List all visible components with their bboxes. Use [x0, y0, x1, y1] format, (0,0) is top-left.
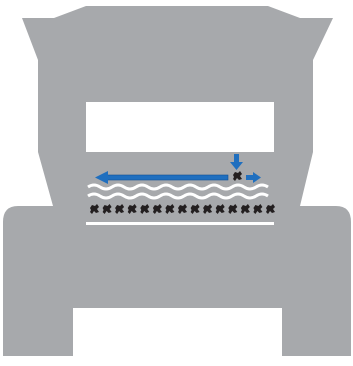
intake-slot [86, 222, 274, 225]
machine-body [3, 18, 351, 356]
wave-lines [87, 183, 269, 200]
wave-line-top [87, 183, 269, 191]
window-opening [86, 102, 274, 152]
arrow-down-icon [230, 154, 243, 170]
arrow-right-icon [246, 172, 261, 183]
arrow-left-icon [95, 171, 229, 184]
wave-line-bottom [87, 192, 269, 200]
machine-hood [54, 6, 300, 18]
